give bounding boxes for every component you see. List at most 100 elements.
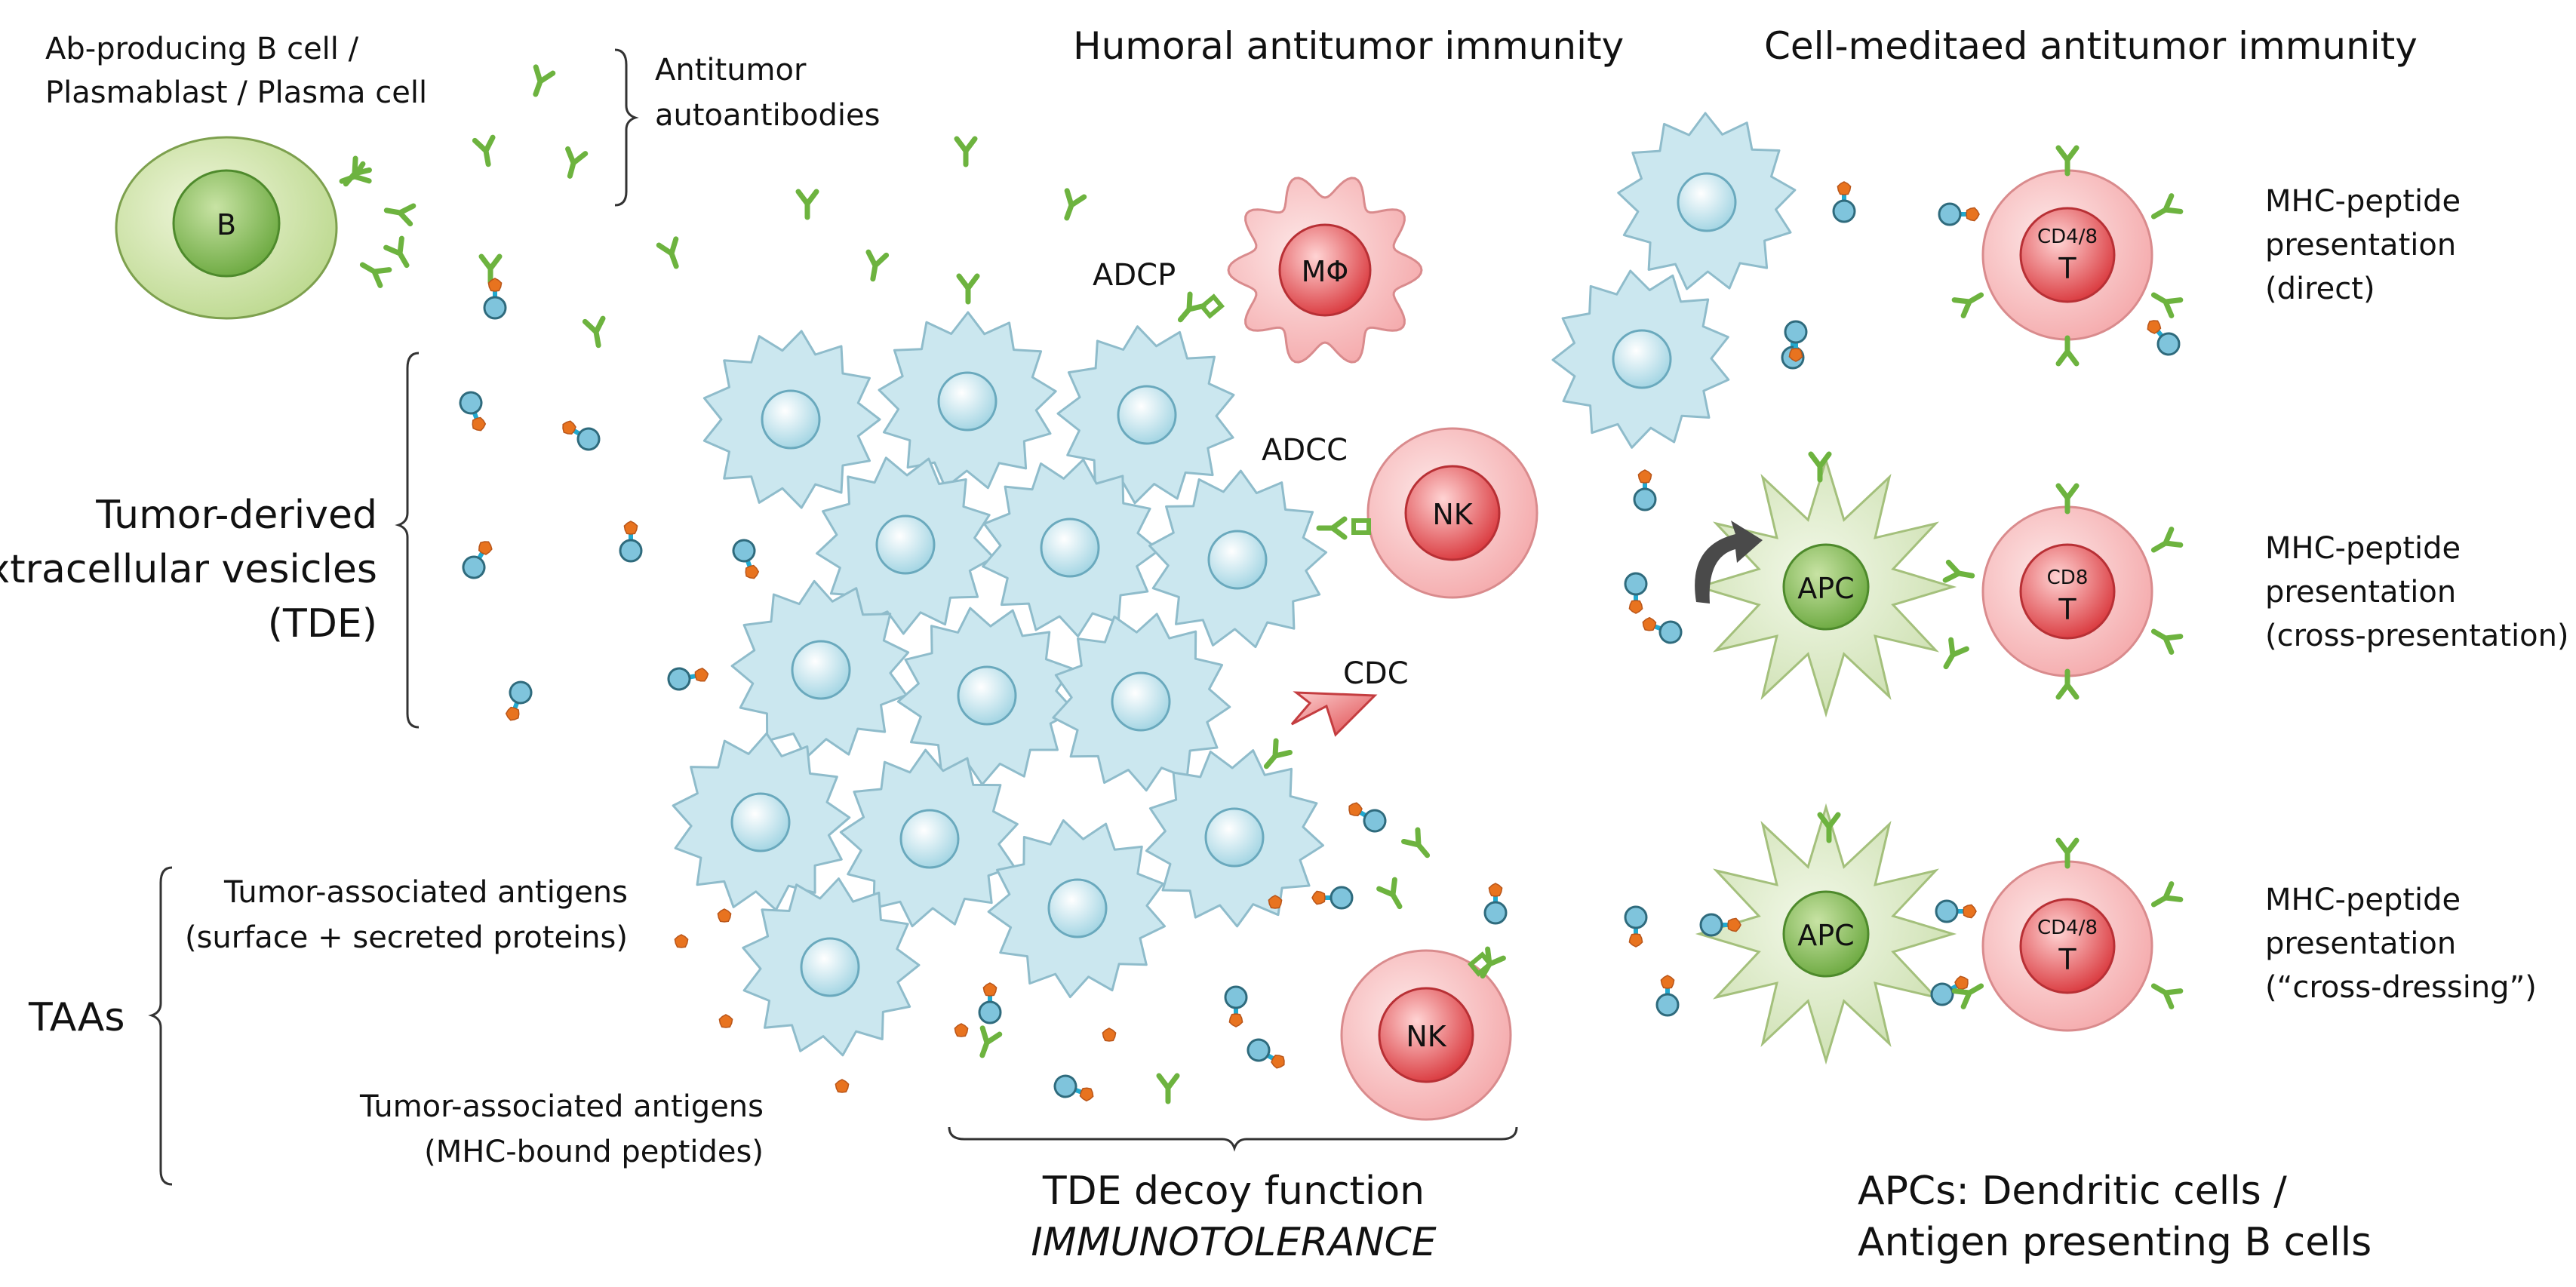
antibody-icon	[2150, 628, 2184, 655]
taas-label: TAAs	[28, 995, 124, 1040]
vesicle-icon	[1935, 899, 1977, 923]
tumor-cell	[730, 579, 910, 759]
vesicle-icon	[978, 982, 1002, 1024]
antigen-icon	[718, 1014, 733, 1028]
cross-line3: (cross-presentation)	[2265, 619, 2569, 653]
vesicle-icon	[1633, 469, 1657, 511]
apc-cell-1: APC	[1695, 456, 1957, 718]
cross-line2: presentation	[2265, 575, 2456, 610]
tumor-cell	[1056, 325, 1235, 505]
tumor-cell	[1148, 469, 1328, 649]
vesicle-icon	[1311, 886, 1354, 910]
tumor-cluster	[672, 112, 1797, 1057]
cdc-arrow	[1290, 691, 1378, 737]
direct-line3: (direct)	[2265, 272, 2375, 306]
tumor-nucleus	[957, 665, 1017, 726]
tumor-cell	[839, 748, 1019, 928]
vesicle-icon	[483, 278, 507, 320]
tumor-cell	[987, 819, 1167, 999]
tumor-nucleus	[1677, 172, 1737, 232]
cell-mediated-title: Cell-meditaed antitumor immunity	[1764, 24, 2418, 68]
tumor-nucleus	[937, 371, 998, 432]
direct-line1: MHC-peptide	[2265, 184, 2461, 219]
tumor-nucleus	[730, 792, 791, 852]
humoral-title: Humoral antitumor immunity	[1073, 24, 1624, 68]
apc-label-2: APC	[1797, 919, 1854, 952]
antigen-icon	[674, 934, 689, 948]
nk-label-2: NK	[1406, 1020, 1446, 1053]
tumor-cell	[1052, 613, 1231, 792]
antibody-icon	[1808, 451, 1832, 483]
cdc-label: CDC	[1343, 656, 1409, 691]
tumor-cell	[896, 607, 1076, 786]
autoantibody-label-line2: autoantibodies	[655, 98, 881, 133]
nk-label-1: NK	[1432, 498, 1473, 531]
b-cell-label: B	[217, 208, 236, 241]
apcs-line2: Antigen presenting B cells	[1858, 1220, 2372, 1265]
antibody-icon	[1177, 291, 1207, 323]
uptake-arrow-icon	[1695, 521, 1763, 604]
t-cell-3-sub: CD4/8	[2037, 917, 2098, 939]
molecule-layer	[339, 64, 2184, 1104]
tumor-cell	[742, 877, 921, 1057]
t-cell-1-main: T	[2058, 252, 2076, 285]
antibody-icon	[1942, 559, 1975, 583]
vesicle-icon	[1642, 616, 1683, 644]
t-cell-3: CD4/8 T	[1981, 860, 2153, 1032]
dressing-line2: presentation	[2265, 926, 2456, 961]
antibody-icon	[472, 134, 496, 167]
antibody-icon	[2055, 837, 2080, 869]
antibody-icon	[2150, 527, 2184, 553]
antibody-icon	[1951, 292, 1984, 318]
direct-line2: presentation	[2265, 228, 2456, 263]
nk-cell-decoy: NK	[1340, 949, 1512, 1121]
antibody-icon	[1316, 516, 1348, 540]
tumor-cell	[878, 311, 1057, 490]
antibody-icon	[1401, 827, 1431, 859]
antibody-icon	[2055, 145, 2080, 177]
antibody-icon	[359, 262, 392, 288]
vesicle-icon	[1938, 202, 1980, 226]
taa-surface-line2: (surface + secreted proteins)	[185, 920, 628, 955]
antibody-icon	[1156, 1073, 1180, 1104]
antibody-icon	[383, 235, 410, 269]
tumor-cell	[1617, 112, 1797, 290]
vesicle-icon	[1784, 320, 1808, 362]
vesicle-icon	[1624, 572, 1648, 614]
adcc-label: ADCC	[1262, 433, 1348, 468]
vesicle-icon	[1655, 975, 1680, 1017]
vesicle-icon	[1224, 985, 1248, 1027]
vesicle-icon	[462, 541, 493, 579]
tumor-nucleus	[899, 809, 960, 869]
tumor-cell	[702, 330, 881, 509]
vesicle-icon	[1053, 1074, 1094, 1102]
tumor-cell	[816, 456, 995, 635]
t-cell-1-sub: CD4/8	[2037, 226, 2098, 248]
tde-label-line3: (TDE)	[268, 601, 377, 647]
apc-cell-2: APC	[1695, 803, 1957, 1065]
antigen-icon	[835, 1079, 850, 1093]
taa-mhc-line1: Tumor-associated antigens	[359, 1089, 764, 1124]
adcp-label: ADCP	[1093, 258, 1176, 293]
vesicle-icon	[667, 667, 709, 691]
tumor-nucleus	[1612, 329, 1672, 389]
macrophage-label: MΦ	[1302, 255, 1349, 288]
antibody-icon	[565, 146, 589, 179]
vesicle-icon	[1624, 905, 1648, 948]
antibody-icon	[1943, 637, 1969, 670]
dressing-line3: (“cross-dressing”)	[2265, 970, 2537, 1005]
vesicle-icon	[505, 680, 533, 721]
antigen-icon	[954, 1023, 969, 1037]
taa-surface-line1: Tumor-associated antigens	[223, 875, 628, 910]
antigen-icon	[717, 908, 732, 923]
vesicle-icon	[619, 521, 643, 563]
dressing-line1: MHC-peptide	[2265, 883, 2461, 917]
antibody-icon	[656, 236, 679, 269]
vesicle-icon	[1348, 802, 1387, 833]
tumor-nucleus	[1040, 518, 1100, 578]
tumor-nucleus	[800, 937, 860, 997]
tumor-nucleus	[1047, 878, 1108, 938]
antibody-icon	[383, 203, 417, 227]
antibody-icon	[1064, 188, 1087, 221]
